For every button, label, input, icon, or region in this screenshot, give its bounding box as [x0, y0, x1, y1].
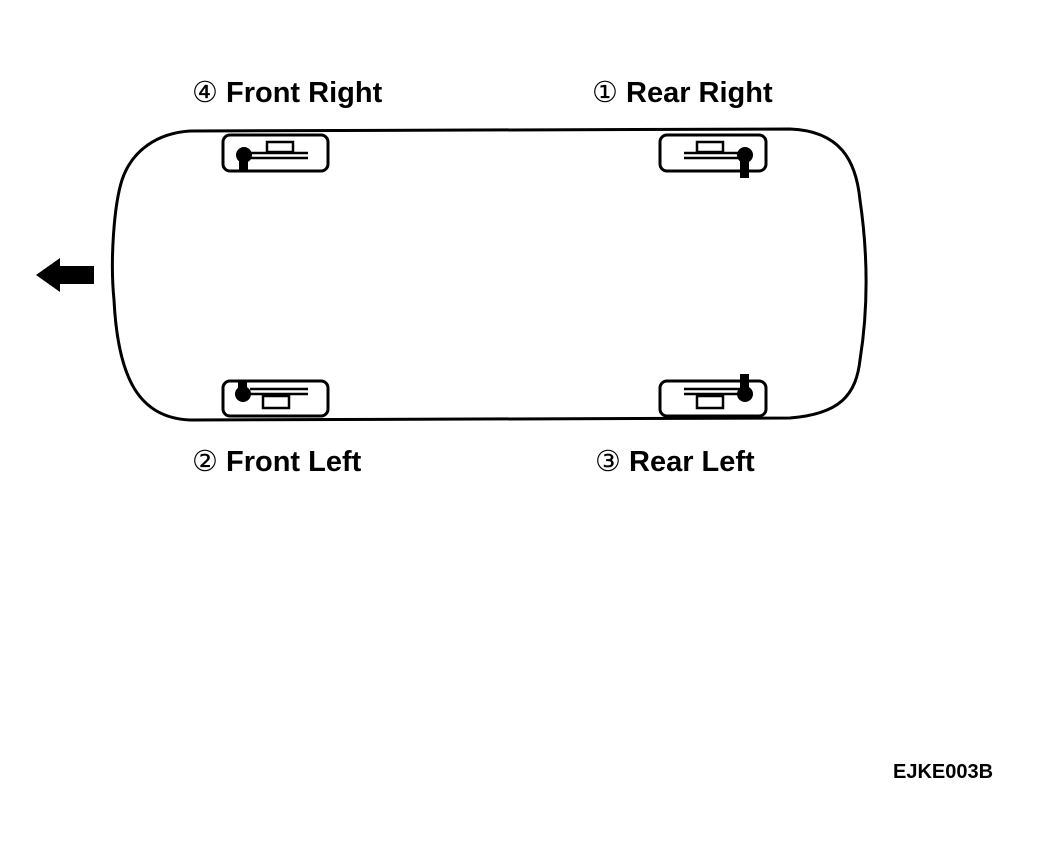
step-number: ②: [192, 444, 218, 478]
wheel-front-left: [221, 379, 330, 418]
step-number: ④: [192, 75, 218, 109]
step-number: ③: [595, 444, 621, 478]
vehicle-body-outline: [110, 127, 868, 422]
wheel-name: Rear Right: [626, 77, 773, 109]
wheel-sensor-icon: [737, 147, 753, 163]
step-number: ①: [592, 75, 618, 109]
figure-code: EJKE003B: [893, 761, 994, 783]
arrow-left-icon: [36, 258, 94, 292]
wheel-name: Front Left: [226, 446, 362, 478]
wheel-name: Rear Left: [629, 446, 755, 478]
wheel-rear-left: [658, 374, 768, 418]
wheel-rear-right: [658, 133, 768, 178]
wheel-front-right: [221, 133, 330, 173]
wheel-name: Front Right: [226, 77, 383, 109]
wheel-sensor-icon: [737, 386, 753, 402]
wheel-sensor-icon: [236, 147, 252, 163]
